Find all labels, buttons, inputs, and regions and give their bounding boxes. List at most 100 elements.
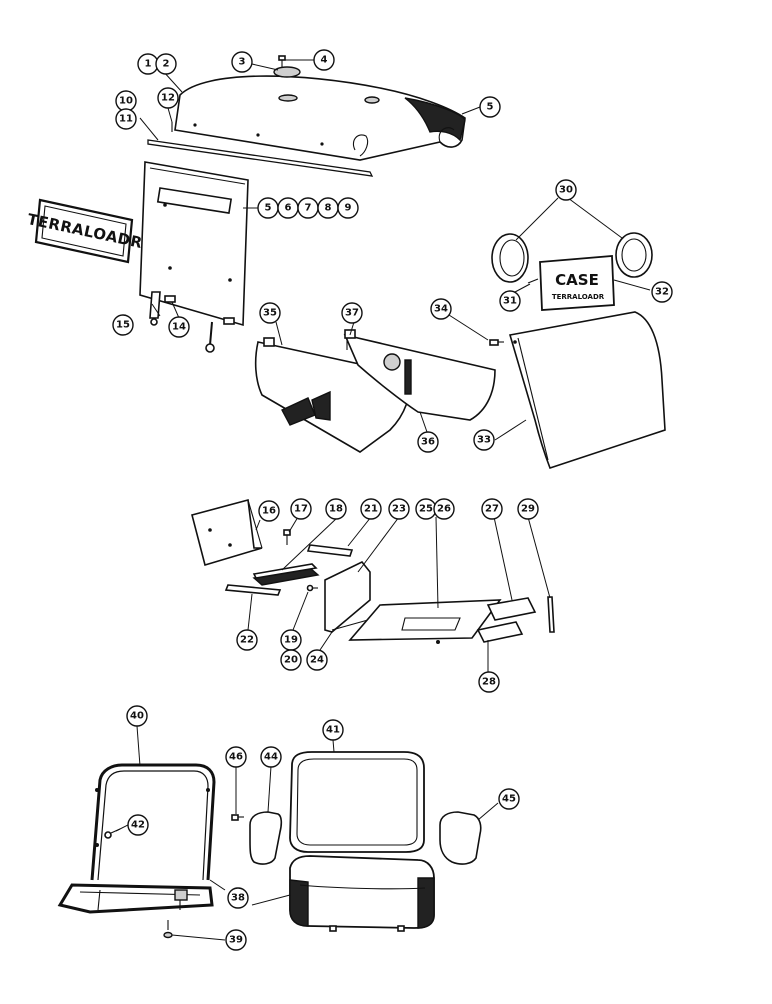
callout-22: 22 xyxy=(236,629,258,651)
svg-text:44: 44 xyxy=(264,752,278,763)
svg-text:22: 22 xyxy=(240,635,254,646)
floor-mat-part xyxy=(476,621,524,643)
callout-3: 3 xyxy=(231,51,253,73)
callout-19: 19 xyxy=(280,629,302,651)
svg-text:15: 15 xyxy=(116,320,130,331)
washer-part xyxy=(163,920,173,939)
callout-5-hood: 5 xyxy=(479,96,501,118)
callout-32: 32 xyxy=(651,281,673,303)
svg-text:4: 4 xyxy=(321,55,328,66)
case-brand-text: CASE xyxy=(555,271,599,289)
svg-text:2: 2 xyxy=(163,59,170,70)
svg-text:5: 5 xyxy=(265,203,272,214)
svg-text:30: 30 xyxy=(559,185,573,196)
callout-1: 1 xyxy=(137,53,159,75)
callout-5-panel: 5 xyxy=(257,197,279,219)
svg-text:6: 6 xyxy=(285,203,292,214)
firewall-panel-part xyxy=(191,498,263,567)
callout-35: 35 xyxy=(259,302,281,324)
svg-text:12: 12 xyxy=(161,93,175,104)
callout-10: 10 xyxy=(115,90,137,112)
svg-text:39: 39 xyxy=(229,935,243,946)
callout-20: 20 xyxy=(280,649,302,671)
callout-23: 23 xyxy=(388,498,410,520)
svg-text:8: 8 xyxy=(325,203,332,214)
callout-42: 42 xyxy=(127,814,149,836)
svg-text:1: 1 xyxy=(145,59,152,70)
svg-text:42: 42 xyxy=(131,820,145,831)
svg-text:35: 35 xyxy=(263,308,277,319)
svg-text:34: 34 xyxy=(434,304,448,315)
screw-part xyxy=(306,584,318,592)
callout-7: 7 xyxy=(297,197,319,219)
svg-text:19: 19 xyxy=(284,635,298,646)
svg-text:31: 31 xyxy=(503,296,517,307)
svg-text:29: 29 xyxy=(521,504,535,515)
svg-text:32: 32 xyxy=(655,287,669,298)
terraloadr-nameplate: TERRALOADR xyxy=(26,198,144,264)
svg-text:25: 25 xyxy=(419,504,433,515)
callout-28: 28 xyxy=(478,671,500,693)
svg-text:36: 36 xyxy=(421,437,435,448)
bolt-part xyxy=(278,55,286,67)
callout-14: 14 xyxy=(168,316,190,338)
armrest-left-part xyxy=(249,811,283,865)
latch-bracket-part xyxy=(164,295,176,303)
callout-33: 33 xyxy=(473,429,495,451)
svg-text:37: 37 xyxy=(345,308,359,319)
callout-21: 21 xyxy=(360,498,382,520)
svg-text:24: 24 xyxy=(310,655,324,666)
hood-part xyxy=(174,75,466,161)
callout-34: 34 xyxy=(430,298,452,320)
svg-text:45: 45 xyxy=(502,794,516,805)
callout-6: 6 xyxy=(277,197,299,219)
vertical-strip-part xyxy=(547,596,555,633)
armrest-right-part xyxy=(439,811,482,865)
leader-lines xyxy=(115,59,651,941)
svg-text:40: 40 xyxy=(130,711,144,722)
light-bezel-left xyxy=(491,233,529,283)
callout-31: 31 xyxy=(499,290,521,312)
svg-text:23: 23 xyxy=(392,504,406,515)
svg-text:9: 9 xyxy=(345,203,352,214)
callout-9: 9 xyxy=(337,197,359,219)
callout-17: 17 xyxy=(290,498,312,520)
floor-mat-part xyxy=(486,597,537,621)
callout-12: 12 xyxy=(157,87,179,109)
svg-text:7: 7 xyxy=(305,203,312,214)
svg-text:16: 16 xyxy=(262,506,276,517)
cap-plate-part xyxy=(273,66,301,78)
svg-text:38: 38 xyxy=(231,893,245,904)
floor-plate-part xyxy=(348,599,502,644)
case-nameplate: CASE TERRALOADR xyxy=(539,255,615,311)
svg-text:14: 14 xyxy=(172,322,186,333)
strip-part xyxy=(224,584,282,596)
svg-text:28: 28 xyxy=(482,677,496,688)
callout-11: 11 xyxy=(115,108,137,130)
screw-part xyxy=(527,278,539,284)
screw-part xyxy=(231,814,244,821)
callout-2: 2 xyxy=(155,53,177,75)
svg-text:21: 21 xyxy=(364,504,378,515)
callout-40: 40 xyxy=(126,705,148,727)
callout-38: 38 xyxy=(227,887,249,909)
back-cushion-part xyxy=(289,751,425,853)
light-bezel-right xyxy=(615,232,653,278)
callout-18: 18 xyxy=(325,498,347,520)
side-panel-part xyxy=(139,161,249,327)
callout-16: 16 xyxy=(258,500,280,522)
svg-text:11: 11 xyxy=(119,114,133,125)
toe-plate-part xyxy=(324,561,376,633)
callout-46: 46 xyxy=(225,746,247,768)
callout-29: 29 xyxy=(517,498,539,520)
svg-text:33: 33 xyxy=(477,435,491,446)
callout-30: 30 xyxy=(555,179,577,201)
callout-41: 41 xyxy=(322,719,344,741)
callout-15: 15 xyxy=(112,314,134,336)
svg-text:5: 5 xyxy=(487,102,494,113)
seat-frame-part xyxy=(57,763,216,914)
svg-text:10: 10 xyxy=(119,96,133,107)
callout-45: 45 xyxy=(498,788,520,810)
callout-39: 39 xyxy=(225,929,247,951)
